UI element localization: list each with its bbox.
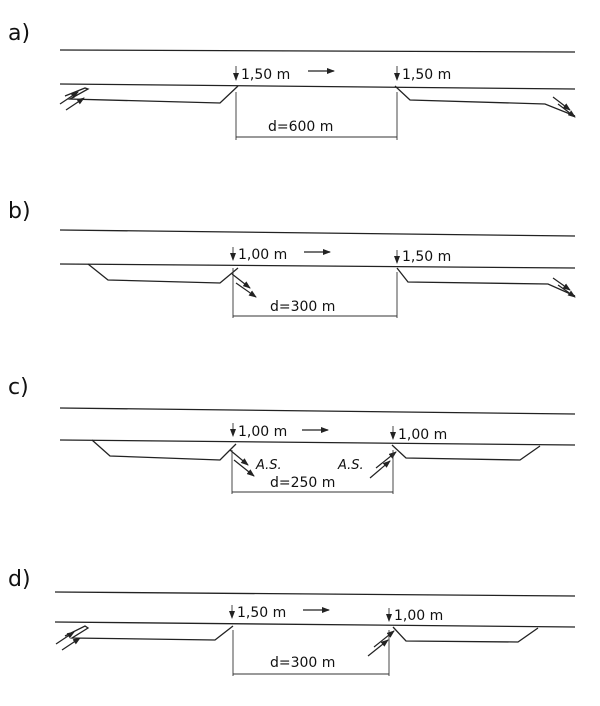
left-channel-profile (64, 625, 234, 641)
right-section-arrows (369, 451, 397, 479)
left-channel-profile (91, 439, 237, 461)
left-section-arrows (231, 273, 257, 298)
right-channel-profile (394, 85, 576, 117)
top-bank-line (59, 229, 576, 237)
distance-label: d=300 m (270, 299, 335, 315)
panel-d: d) 1,50 m 1,00 m d=300 m (8, 567, 576, 676)
panel-label-c: c) (8, 375, 29, 400)
right-drop-label: 1,50 m (402, 249, 451, 265)
panel-b: b) 1,00 m 1,50 m d=300 m (8, 199, 576, 318)
left-channel-profile (87, 263, 239, 284)
right-section-note: A.S. (337, 458, 364, 473)
right-channel-profile (392, 626, 539, 643)
left-flow-arrows (59, 91, 85, 111)
distance-label: d=300 m (270, 655, 335, 671)
top-bank-line (59, 407, 576, 415)
water-surface-line (59, 83, 576, 90)
left-section-note: A.S. (255, 458, 282, 473)
water-surface-line (59, 439, 576, 446)
left-drop-label: 1,50 m (237, 605, 286, 621)
right-drop-label: 1,00 m (394, 608, 443, 624)
water-surface-line (54, 621, 576, 628)
right-drop-label: 1,50 m (402, 67, 451, 83)
distance-label: d=250 m (270, 475, 335, 491)
right-channel-profile (396, 267, 576, 297)
left-channel-profile (64, 85, 239, 104)
distance-label: d=600 m (268, 119, 333, 135)
right-drop-label: 1,00 m (398, 427, 447, 443)
left-drop-label: 1,00 m (238, 247, 287, 263)
right-flow-arrows (552, 96, 576, 118)
panel-label-b: b) (8, 199, 31, 224)
right-flow-arrows (552, 277, 576, 298)
water-surface-line (59, 263, 576, 269)
top-bank-line (59, 49, 576, 53)
top-bank-line (54, 591, 576, 597)
panel-c: c) 1,00 m 1,00 m A.S. A.S. d=250 m (8, 375, 576, 494)
left-drop-label: 1,00 m (238, 424, 287, 440)
right-channel-profile (391, 444, 541, 461)
panel-label-d: d) (8, 567, 31, 592)
right-section-arrows (367, 630, 395, 657)
left-drop-label: 1,50 m (241, 67, 290, 83)
left-section-arrows (229, 449, 255, 477)
panel-a: a) 1,50 m 1,50 m d=600 m (8, 21, 576, 140)
left-flow-arrows (55, 631, 81, 651)
panel-label-a: a) (8, 21, 30, 46)
